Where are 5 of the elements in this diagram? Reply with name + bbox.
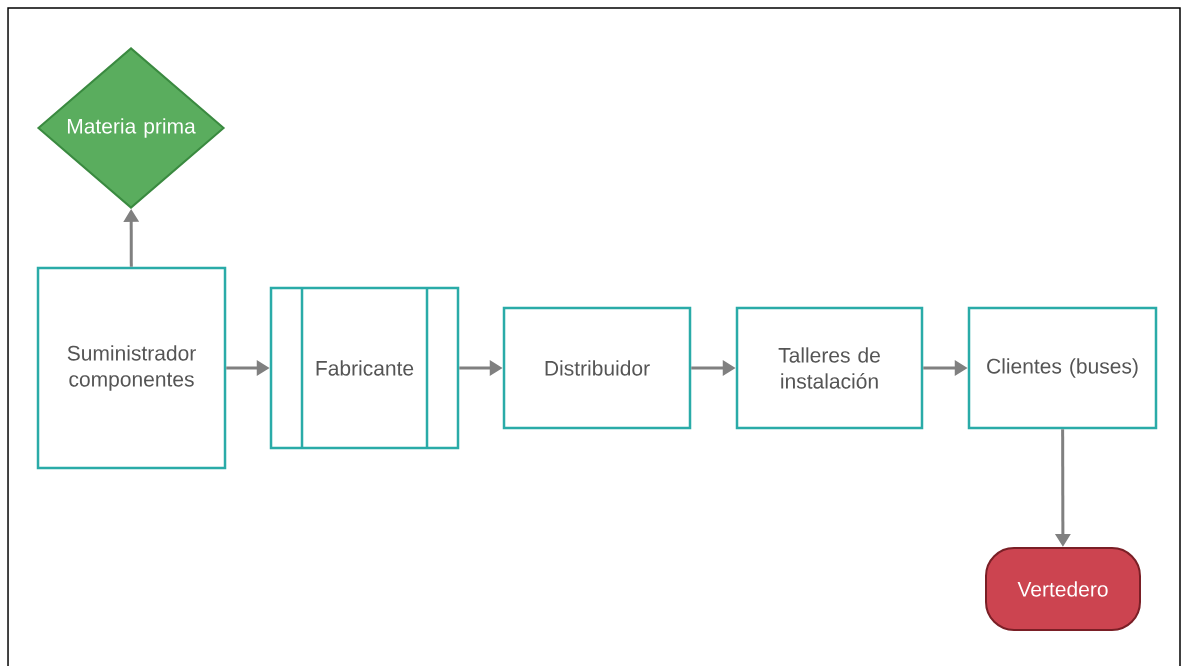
predefined-process-box: Fabricante xyxy=(269,286,460,450)
process-box: Suministrador componentes xyxy=(36,266,227,470)
process-box: Talleres de instalación xyxy=(735,306,924,430)
process-box: Clientes (buses) xyxy=(967,306,1158,430)
process-box: Distribuidor xyxy=(502,306,692,430)
